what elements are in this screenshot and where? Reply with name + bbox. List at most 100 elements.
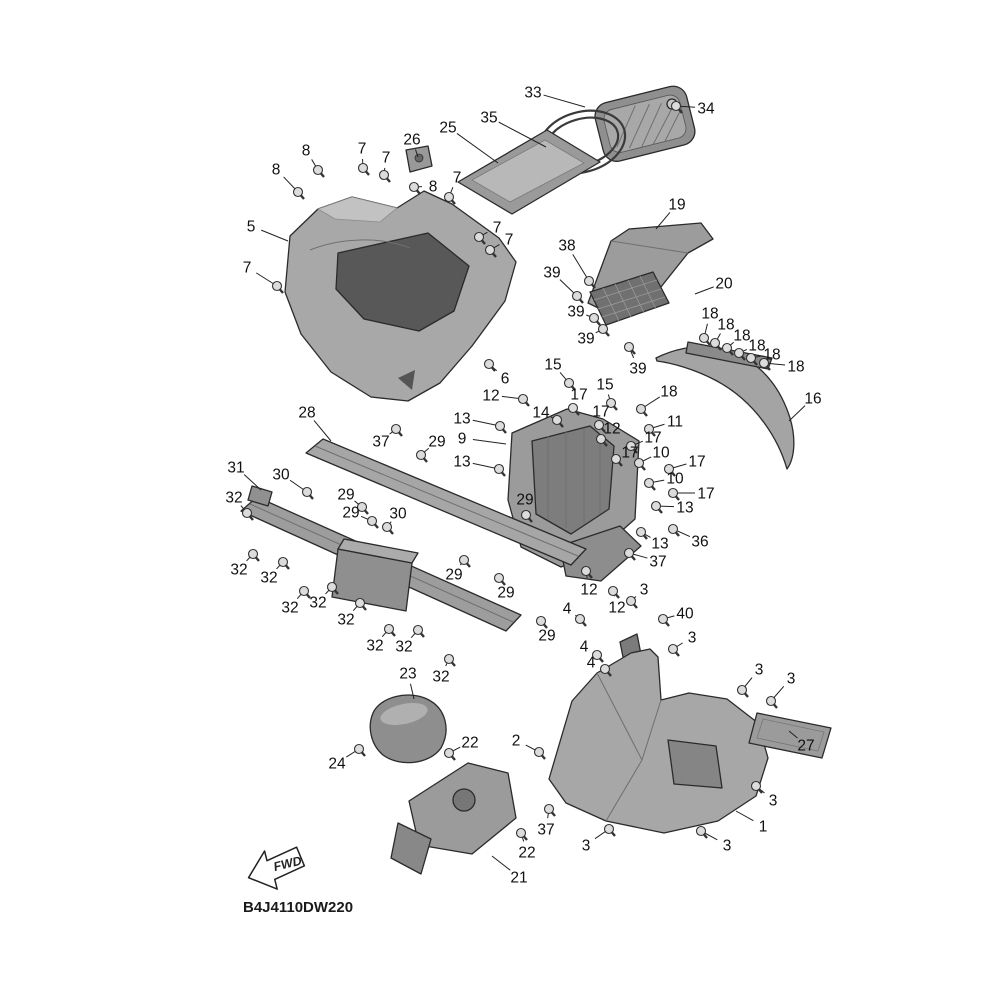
callout-29: 29 [495,574,515,602]
callout-number: 29 [428,434,445,451]
callout-number: 18 [660,384,677,401]
callout-number: 40 [676,606,694,623]
callout-31: 31 [227,460,261,491]
fastener-icon [669,525,680,537]
callout-number: 17 [697,486,714,503]
callout-10: 10 [635,445,670,471]
callout-22: 22 [445,735,479,761]
fastener-icon [590,314,601,326]
fastener-icon [410,183,421,195]
callout-32: 32 [337,599,366,629]
callout-number: 29 [342,505,359,522]
callout-2: 2 [512,733,545,760]
fastener-icon [495,465,506,477]
callout-number: 7 [453,170,462,187]
callout-number: 36 [691,534,708,551]
callout-3: 3 [738,662,764,698]
callout-number: 39 [629,361,646,378]
callout-39: 39 [625,343,647,378]
fastener-icon [585,277,596,289]
callout-7: 7 [380,150,391,183]
callout-number: 12 [482,388,499,405]
part-main-console-panel [285,191,516,401]
callout-number: 28 [298,405,315,422]
callout-12: 12 [608,587,625,617]
callout-3: 3 [627,582,649,609]
callout-number: 7 [505,232,514,249]
callout-number: 37 [372,434,389,451]
callout-number: 32 [230,562,247,579]
callout-3: 3 [767,671,796,709]
callout-number: 23 [399,666,416,683]
fastener-icon [460,556,471,568]
fastener-icon [537,617,548,629]
callout-number: 18 [787,359,804,376]
fastener-icon [294,188,305,200]
callout-3: 3 [582,825,615,855]
callout-number: 7 [493,220,502,237]
callout-number: 27 [797,738,814,755]
callout-number: 14 [532,405,550,422]
callout-39: 39 [543,265,583,304]
callout-37: 37 [537,805,555,839]
callout-number: 32 [225,490,242,507]
callout-number: 20 [715,276,733,293]
fastener-icon [599,325,610,337]
leader-line [544,95,585,107]
callout-9: 9 [458,431,506,448]
callout-number: 32 [395,639,412,656]
callout-18: 18 [760,359,805,376]
callout-number: 30 [389,506,407,523]
callout-number: 32 [337,612,354,629]
callout-number: 2 [512,733,521,750]
fastener-icon [303,488,314,500]
callout-38: 38 [558,238,595,289]
callout-32: 32 [366,625,395,655]
callout-number: 21 [510,870,527,887]
callout-5: 5 [247,219,288,242]
callout-number: 11 [667,414,683,431]
callout-number: 29 [497,585,514,602]
callout-number: 32 [260,570,277,587]
callout-13: 13 [637,528,669,553]
callout-number: 4 [587,655,596,672]
callout-number: 3 [723,838,732,855]
callout-4: 4 [563,601,586,627]
callout-number: 34 [697,101,715,118]
fastener-icon [517,829,528,841]
callout-number: 10 [652,445,670,462]
callout-number: 13 [651,536,668,553]
fastener-icon [535,748,546,760]
callout-number: 39 [567,304,584,321]
callout-29: 29 [445,556,470,584]
callout-30: 30 [383,506,407,535]
fastener-icon [392,425,403,437]
callout-32: 32 [281,587,310,617]
leader-line [457,133,498,163]
fastener-icon [625,343,636,355]
leader-line [473,439,506,444]
callout-number: 12 [608,600,625,617]
part-top-cover-plate [458,130,600,214]
leader-line [695,287,714,294]
callout-number: 12 [603,421,620,438]
leader-line [314,420,331,441]
callout-32: 32 [230,550,259,579]
callout-number: 37 [649,554,666,571]
part-lower-side-panel [549,634,768,833]
fastener-icon [738,686,749,698]
callout-24: 24 [328,745,365,773]
fastener-icon [249,550,260,562]
callout-7: 7 [243,260,283,294]
fastener-icon [652,502,663,514]
callout-28: 28 [298,405,331,442]
callout-7: 7 [358,141,369,176]
callout-number: 30 [272,467,290,484]
fastener-icon [519,395,530,407]
part-lower-bracket [391,763,516,874]
callout-number: 16 [804,391,821,408]
callout-number: 7 [243,260,252,277]
callout-number: 18 [701,306,718,323]
callout-number: 13 [676,500,693,517]
